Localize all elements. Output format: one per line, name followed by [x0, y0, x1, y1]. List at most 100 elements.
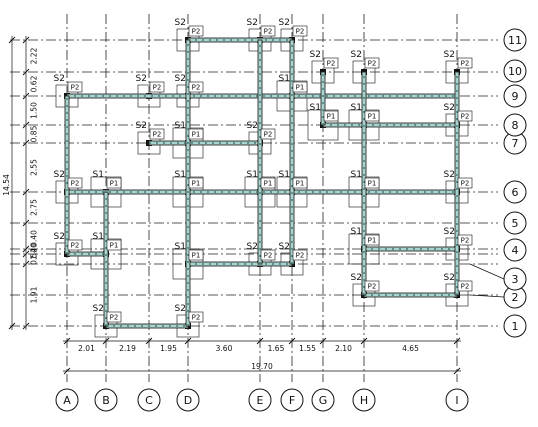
- column-tag-box-D1: [188, 311, 204, 323]
- dim-row-spacing-9: 2.22: [30, 47, 39, 64]
- grid-bubble-label-7: 7: [512, 137, 519, 150]
- grid-bubble-label-D: D: [184, 394, 192, 407]
- grid-bubble-label-11: 11: [508, 34, 522, 47]
- grid-bubble-I: [445, 388, 469, 412]
- dim-spacing-FG: 1.55: [299, 344, 316, 353]
- footing-code-G10: S2: [310, 50, 321, 60]
- column-tag-E7: P2: [264, 131, 273, 139]
- dim-vtick: [22, 260, 30, 268]
- grid-bubble-label-10: 10: [508, 65, 522, 78]
- column-tag-box-A4b: [67, 239, 83, 251]
- footing-code-D3: S1: [175, 242, 186, 252]
- dim-vtick: [22, 36, 30, 44]
- dim-vtotal-tick-top: [8, 36, 16, 44]
- column-tag-D6: P1: [192, 180, 201, 188]
- dim-tick-G: [319, 337, 327, 345]
- column-tag-box-D7: [188, 128, 204, 140]
- grid-bubble-label-C: C: [145, 394, 153, 407]
- dim-vtick: [22, 250, 30, 258]
- beam-row-4b-5: [66, 251, 107, 257]
- footing-code-H2: S2: [351, 273, 362, 283]
- dim-tick-I: [453, 337, 461, 345]
- column-tag-box-H6: [364, 177, 380, 189]
- column-tag-box-B6: [106, 177, 122, 189]
- column-tag-box-D11: [188, 25, 204, 37]
- grid-bubble-11: [503, 28, 527, 52]
- column-tag-D11: P2: [192, 28, 201, 36]
- dim-row-spacing-2: 1.20: [30, 243, 39, 260]
- grid-bubble-label-I: I: [455, 394, 458, 407]
- labels-layer: P2S2P2S2P2S2P2S2P2S2P2S2P1S1P2S2P2S2P2S2…: [54, 18, 473, 323]
- footing-code-D7: S1: [175, 121, 186, 131]
- column-tag-box-F6: [292, 177, 308, 189]
- grid-bubble-8: [503, 113, 527, 137]
- column-tag-F3: P2: [296, 252, 305, 260]
- grid-bubble-A: [55, 388, 79, 412]
- grid-bubble-B: [94, 388, 118, 412]
- column-tag-G10: P2: [327, 60, 336, 68]
- column-tag-I4: P2: [461, 237, 470, 245]
- column-tag-D3: P1: [192, 252, 201, 260]
- column-tag-box-I8: [457, 110, 473, 122]
- column-tag-D7: P1: [192, 131, 201, 139]
- column-tag-A4b: P2: [71, 242, 80, 250]
- footing-code-C7: S2: [136, 121, 147, 131]
- column-tag-D9: P2: [192, 84, 201, 92]
- footing-code-I8: S2: [444, 103, 455, 113]
- dim-spacing-GH: 2.10: [335, 344, 352, 353]
- column-tag-box-I4: [457, 234, 473, 246]
- grid-bubble-label-4: 4: [512, 244, 519, 257]
- footing-code-D11: S2: [175, 18, 186, 28]
- footing-code-I4: S2: [444, 227, 455, 237]
- column-tag-box-E3: [260, 249, 276, 261]
- footing-code-H6: S1: [351, 170, 362, 180]
- column-tag-box-F11: [292, 25, 308, 37]
- column-tag-B1: P2: [110, 314, 119, 322]
- dim-total-tick-start: [63, 367, 71, 375]
- column-tag-box-H10: [364, 57, 380, 69]
- grid-bubble-C: [137, 388, 161, 412]
- grid-axes-layer: [10, 14, 498, 382]
- dim-spacing-EF: 1.65: [268, 344, 285, 353]
- column-tag-box-I6: [457, 177, 473, 189]
- grid-bubble-label-F: F: [289, 394, 295, 407]
- column-tag-H4: P1: [368, 237, 377, 245]
- dim-row-spacing-8: 0.62: [30, 75, 39, 92]
- footing-code-B4b: S1: [93, 232, 104, 242]
- column-tag-box-F3: [292, 249, 308, 261]
- column-tag-box-D3: [188, 249, 204, 261]
- grid-bubble-label-H: H: [360, 394, 368, 407]
- column-tag-F9: P1: [296, 84, 305, 92]
- grid-bubble-9: [503, 84, 527, 108]
- column-tag-box-G10: [323, 57, 339, 69]
- dim-vtick: [22, 121, 30, 129]
- footing-code-D6: S1: [175, 170, 186, 180]
- grid-bubble-3: [503, 267, 527, 291]
- grid-bubble-6: [503, 180, 527, 204]
- grid-bubble-label-1: 1: [512, 320, 519, 333]
- footing-code-I6: S2: [444, 170, 455, 180]
- grid-bubble-H: [352, 388, 376, 412]
- dim-spacing-BC: 2.19: [119, 344, 136, 353]
- footing-code-H4: S1: [351, 227, 362, 237]
- column-tag-H8: P1: [368, 113, 377, 121]
- grid-bubble-leader-3: [469, 263, 505, 280]
- column-tag-box-A9: [67, 81, 83, 93]
- dim-tick-B: [102, 337, 110, 345]
- column-tag-I6: P2: [461, 180, 470, 188]
- footing-code-A4b: S2: [54, 232, 65, 242]
- dim-vtotal-tick-bottom: [8, 322, 16, 330]
- footing-code-F9: S1: [279, 74, 290, 84]
- dim-tick-D: [184, 337, 192, 345]
- footing-code-I10: S2: [444, 50, 455, 60]
- column-tag-box-C9: [149, 81, 165, 93]
- dim-row-spacing-1: 0.54: [30, 248, 39, 265]
- footing-code-B6: S1: [93, 170, 104, 180]
- column-tag-box-H2: [364, 280, 380, 292]
- footing-code-B1: S2: [93, 304, 104, 314]
- footing-code-E11: S2: [247, 18, 258, 28]
- footing-code-H8: S1: [351, 103, 362, 113]
- grid-bubble-label-3: 3: [512, 273, 519, 286]
- grid-bubble-F: [280, 388, 304, 412]
- dim-total-height: 14.54: [2, 174, 11, 196]
